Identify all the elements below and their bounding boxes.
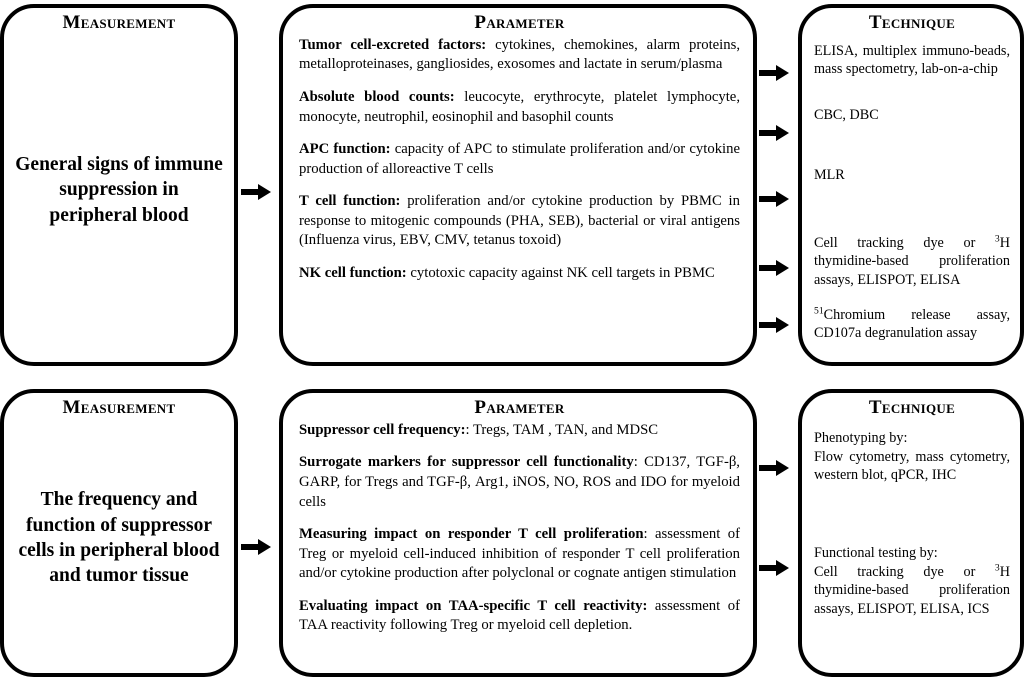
parameter-item-label: Suppressor cell frequency: xyxy=(299,421,466,438)
arrow-head xyxy=(776,65,789,81)
parameter-item: NK cell function: cytotoxic capacity aga… xyxy=(299,264,740,284)
arrow-shaft xyxy=(759,322,779,328)
parameter-item-label: Surrogate markers for suppressor cell fu… xyxy=(299,454,634,471)
parameter-item-text: proliferation and/or cytokine production… xyxy=(299,193,740,249)
flow-arrow-parameter-to-technique-2 xyxy=(759,125,789,141)
parameter-item-label: T cell function: xyxy=(299,193,401,210)
arrow-head xyxy=(776,260,789,276)
panel-general-immune-suppression: Measurement General signs of immune supp… xyxy=(0,4,1024,366)
arrow-head xyxy=(776,560,789,576)
parameter-item: Surrogate markers for suppressor cell fu… xyxy=(299,453,740,512)
measurement-body: General signs of immune suppression in p… xyxy=(4,34,234,362)
arrow-head xyxy=(776,317,789,333)
parameter-box: Parameter Suppressor cell frequency:: Tr… xyxy=(279,389,757,677)
arrow-head xyxy=(776,191,789,207)
flow-arrow-parameter-to-technique-3 xyxy=(759,191,789,207)
parameter-item-text: : Tregs, TAM , TAN, and MDSC xyxy=(465,421,659,438)
measurement-box: Measurement General signs of immune supp… xyxy=(0,4,238,366)
parameter-item-label: Tumor cell-excreted factors: xyxy=(299,36,487,53)
superscript-3: 3 xyxy=(994,233,1000,245)
technique-title: Technique xyxy=(868,397,956,418)
parameter-item-text: : assessment of Treg or myeloid cell-ind… xyxy=(299,526,740,582)
arrow-shaft xyxy=(759,196,779,202)
parameter-item-text: capacity of APC to stimulate proliferati… xyxy=(299,141,740,177)
parameter-item-text: assessment of TAA reactivity following T… xyxy=(299,597,740,634)
flow-arrow-parameter-to-technique-4 xyxy=(759,260,789,276)
arrow-shaft xyxy=(759,70,779,76)
flow-arrow-parameter-to-technique-2 xyxy=(759,560,789,576)
technique-item: Cell tracking dye or 3H thymidine-based … xyxy=(814,563,1010,618)
parameter-item-text: : CD137, TGF-β, GARP, for Tregs and TGF-… xyxy=(299,454,740,510)
arrow-gap-parameter-to-technique xyxy=(757,389,798,677)
arrow-head xyxy=(258,184,271,200)
technique-box: Technique Phenotyping by: Flow cytometry… xyxy=(798,389,1024,677)
arrow-shaft xyxy=(241,189,261,195)
arrow-shaft xyxy=(759,130,779,136)
superscript-51: 51 xyxy=(814,305,824,317)
flow-arrow-measurement-to-parameter xyxy=(241,539,271,555)
measurement-text: General signs of immune suppression in p… xyxy=(15,153,223,226)
arrow-shaft xyxy=(241,544,261,550)
technique-item-pre: Cell tracking dye or xyxy=(814,235,995,251)
parameter-title: Parameter xyxy=(474,12,565,33)
parameter-item: Measuring impact on responder T cell pro… xyxy=(299,525,740,584)
arrow-head xyxy=(776,125,789,141)
technique-item-post: H thymidine-based proliferation assays, … xyxy=(814,564,1010,617)
technique-item: Flow cytometry, mass cytometry, western … xyxy=(814,449,1010,484)
parameter-item-text: cytotoxic capacity against NK cell targe… xyxy=(406,264,715,281)
arrow-shaft xyxy=(759,565,779,571)
measurement-box: Measurement The frequency and function o… xyxy=(0,389,238,677)
measurement-title: Measurement xyxy=(62,397,176,418)
parameter-item-text: leucocyte, erythrocyte, platelet lymphoc… xyxy=(299,88,740,125)
arrow-gap-parameter-to-technique xyxy=(757,4,798,366)
technique-box: Technique ELISA, multiplex immuno-beads,… xyxy=(798,4,1024,366)
technique-item: MLR xyxy=(814,167,845,183)
parameter-item: Evaluating impact on TAA-specific T cell… xyxy=(299,597,740,636)
parameter-list: Suppressor cell frequency:: Tregs, TAM ,… xyxy=(299,421,740,636)
flow-arrow-measurement-to-parameter xyxy=(241,184,271,200)
arrow-shaft xyxy=(759,265,779,271)
parameter-item-label: NK cell function: xyxy=(299,264,407,281)
arrow-head xyxy=(258,539,271,555)
flow-arrow-parameter-to-technique-5 xyxy=(759,317,789,333)
technique-item: Cell tracking dye or 3H thymidine-based … xyxy=(814,234,1010,289)
arrow-head xyxy=(776,460,789,476)
technique-item: ELISA, multiplex immuno-beads, mass spec… xyxy=(814,43,1010,78)
technique-item: Phenotyping by: xyxy=(814,430,908,446)
parameter-item: T cell function: proliferation and/or cy… xyxy=(299,192,740,251)
measurement-text: The frequency and function of suppressor… xyxy=(18,489,220,587)
measurement-body: The frequency and function of suppressor… xyxy=(4,419,234,673)
parameter-box: Parameter Tumor cell-excreted factors: c… xyxy=(279,4,757,366)
parameter-item-text: cytokines, chemokines, alarm proteins, m… xyxy=(299,36,740,73)
parameter-list: Tumor cell-excreted factors: cytokines, … xyxy=(299,36,740,283)
parameter-item-label: Measuring impact on responder T cell pro… xyxy=(299,526,644,543)
parameter-item-label: Absolute blood counts: xyxy=(299,88,455,105)
technique-item: CBC, DBC xyxy=(814,107,879,123)
parameter-item: Tumor cell-excreted factors: cytokines, … xyxy=(299,36,740,75)
parameter-item-label: Evaluating impact on TAA-specific T cell… xyxy=(299,597,648,614)
flow-arrow-parameter-to-technique-1 xyxy=(759,460,789,476)
measurement-title: Measurement xyxy=(62,12,176,33)
technique-item-post: Chromium release assay, CD107a degranula… xyxy=(814,307,1010,342)
panel-suppressor-cells: Measurement The frequency and function o… xyxy=(0,389,1024,677)
technique-item: Functional testing by: xyxy=(814,545,938,561)
technique-item-post: H thymidine-based proliferation assays, … xyxy=(814,235,1010,288)
parameter-item: Absolute blood counts: leucocyte, erythr… xyxy=(299,88,740,127)
parameter-item-label: APC function: xyxy=(299,141,391,158)
arrow-gap-measurement-to-parameter xyxy=(238,4,279,366)
parameter-item: Suppressor cell frequency:: Tregs, TAM ,… xyxy=(299,421,740,441)
technique-item-pre: Cell tracking dye or xyxy=(814,564,995,580)
parameter-title: Parameter xyxy=(474,397,565,418)
technique-item: 51Chromium release assay, CD107a degranu… xyxy=(814,306,1010,343)
parameter-item: APC function: capacity of APC to stimula… xyxy=(299,140,740,179)
flow-arrow-parameter-to-technique-1 xyxy=(759,65,789,81)
arrow-shaft xyxy=(759,465,779,471)
superscript-3: 3 xyxy=(994,562,1000,574)
arrow-gap-measurement-to-parameter xyxy=(238,389,279,677)
technique-title: Technique xyxy=(868,12,956,33)
